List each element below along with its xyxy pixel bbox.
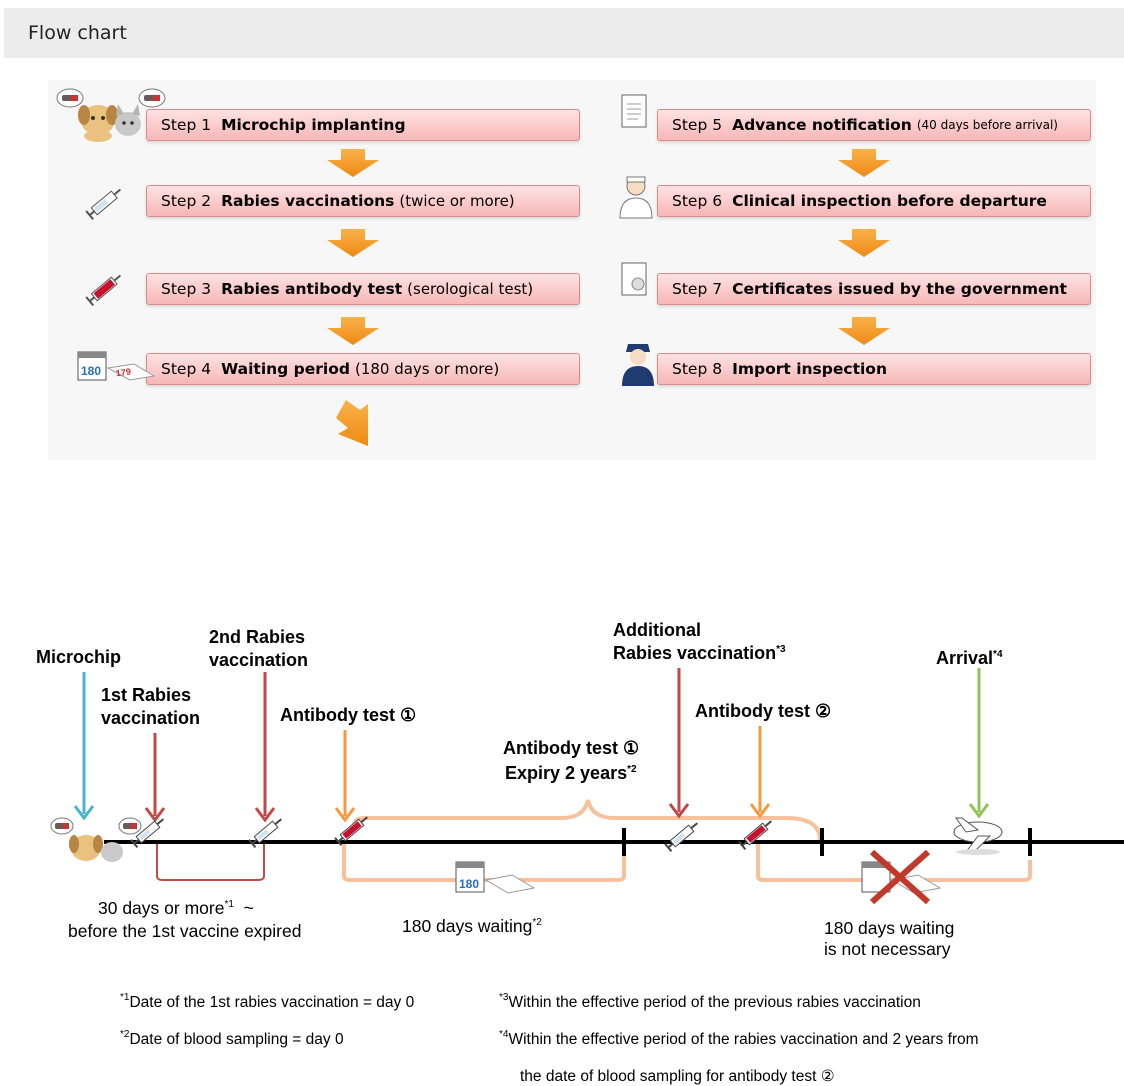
vacc2-label-line1: 2nd Rabies (209, 627, 306, 647)
down-arrow-icon (838, 229, 890, 257)
vacc2-label-line2: vaccination (209, 650, 309, 670)
step-name: Advance notification (732, 116, 912, 134)
crossed-calendar-icon (861, 849, 942, 905)
expiry-bracket (352, 799, 822, 841)
airplane-icon (953, 817, 1003, 855)
step-8-box: Step 8 Import inspection (657, 353, 1091, 385)
svg-text:180: 180 (459, 877, 479, 891)
down-arrow-icon (838, 149, 890, 177)
footnote-4-line2: the date of blood sampling for antibody … (520, 1068, 835, 1085)
vacc1-label-line2: vaccination (101, 708, 201, 728)
step-number: Step 3 (161, 280, 212, 298)
expiry-label-line2: Expiry 2 years*2 (505, 763, 637, 783)
expiry-label-line1: Antibody test ① (503, 738, 640, 758)
step-2-box: Step 2 Rabies vaccinations (twice or mor… (146, 185, 580, 217)
step-name: Certificates issued by the government (732, 280, 1067, 298)
down-arrow-icon (327, 149, 379, 177)
step-number: Step 2 (161, 192, 212, 210)
footnote-3: *3Within the effective period of the pre… (499, 992, 921, 1012)
down-arrow-icon (327, 229, 379, 257)
step-1-box: Step 1 Microchip implanting (146, 109, 580, 141)
certificate-icon (621, 262, 647, 296)
step-5-box: Step 5 Advance notification (40 days bef… (657, 109, 1091, 141)
blood-syringe-icon (85, 274, 121, 306)
step-name: Rabies antibody test (221, 280, 403, 298)
additional-label-line2: Rabies vaccination*3 (613, 643, 786, 663)
waiting180-label: 180 days waiting*2 (402, 916, 542, 936)
syringe-icon (130, 818, 164, 849)
down-arrow-icon (838, 317, 890, 345)
antibody2-label: Antibody test ② (695, 701, 832, 721)
step-name: Import inspection (732, 360, 887, 378)
svg-text:179: 179 (115, 366, 131, 378)
section-header: Flow chart (4, 8, 1124, 58)
step-name: Clinical inspection before departure (732, 192, 1047, 210)
step-number: Step 5 (672, 116, 723, 134)
step-number: Step 4 (161, 360, 212, 378)
footnote-1: *1Date of the 1st rabies vaccination = d… (120, 992, 415, 1012)
days30-label-line1: 30 days or more*1 ~ (98, 898, 254, 918)
dog-cat-icon (50, 817, 142, 862)
blood-syringe-icon (738, 820, 772, 851)
days30-label-line2: before the 1st vaccine expired (68, 921, 302, 941)
not-necessary-label-line2: is not necessary (824, 939, 951, 959)
document-icon (621, 94, 647, 128)
step-number: Step 6 (672, 192, 723, 210)
step-number: Step 1 (161, 116, 212, 134)
microchip-label: Microchip (36, 647, 122, 667)
calendar-icon: 180 (455, 861, 536, 894)
veterinarian-icon (619, 176, 653, 219)
vacc1-label-line1: 1st Rabies (101, 685, 192, 705)
blood-syringe-icon (334, 816, 368, 847)
arrival-label: Arrival*4 (936, 648, 1003, 668)
step-name: Rabies vaccinations (221, 192, 395, 210)
step-3-box: Step 3 Rabies antibody test (serological… (146, 273, 580, 305)
svg-text:180: 180 (81, 364, 101, 378)
step-note: (40 days before arrival) (916, 118, 1058, 132)
step-7-box: Step 7 Certificates issued by the govern… (657, 273, 1091, 305)
vaccination-timeline: 180 (50, 668, 1124, 905)
days30-bracket (156, 840, 265, 881)
section-title: Flow chart (28, 22, 127, 44)
syringe-icon (85, 188, 121, 220)
step-name: Microchip implanting (221, 116, 406, 134)
footnote-4-line1: *4Within the effective period of the rab… (499, 1029, 979, 1049)
down-arrow-icon (327, 317, 379, 345)
step-number: Step 8 (672, 360, 723, 378)
inspector-icon (622, 344, 654, 386)
step-note: (twice or more) (399, 192, 515, 210)
additional-label-line1: Additional (613, 620, 701, 640)
diagonal-arrow-icon (336, 400, 368, 446)
flow-chart (48, 80, 1096, 460)
antibody1-label: Antibody test ① (280, 705, 417, 725)
step-number: Step 7 (672, 280, 723, 298)
syringe-icon (248, 818, 282, 849)
step-name: Waiting period (221, 360, 350, 378)
step-6-box: Step 6 Clinical inspection before depart… (657, 185, 1091, 217)
step-note: (180 days or more) (354, 360, 500, 378)
step-4-box: Step 4 Waiting period (180 days or more) (146, 353, 580, 385)
footnote-2: *2Date of blood sampling = day 0 (120, 1029, 344, 1049)
not-necessary-label-line1: 180 days waiting (824, 918, 955, 938)
syringe-icon (664, 822, 698, 853)
calendar-icon: 180 179 (77, 351, 156, 381)
dog-cat-icon (56, 88, 166, 142)
step-note: (serological test) (407, 280, 534, 298)
